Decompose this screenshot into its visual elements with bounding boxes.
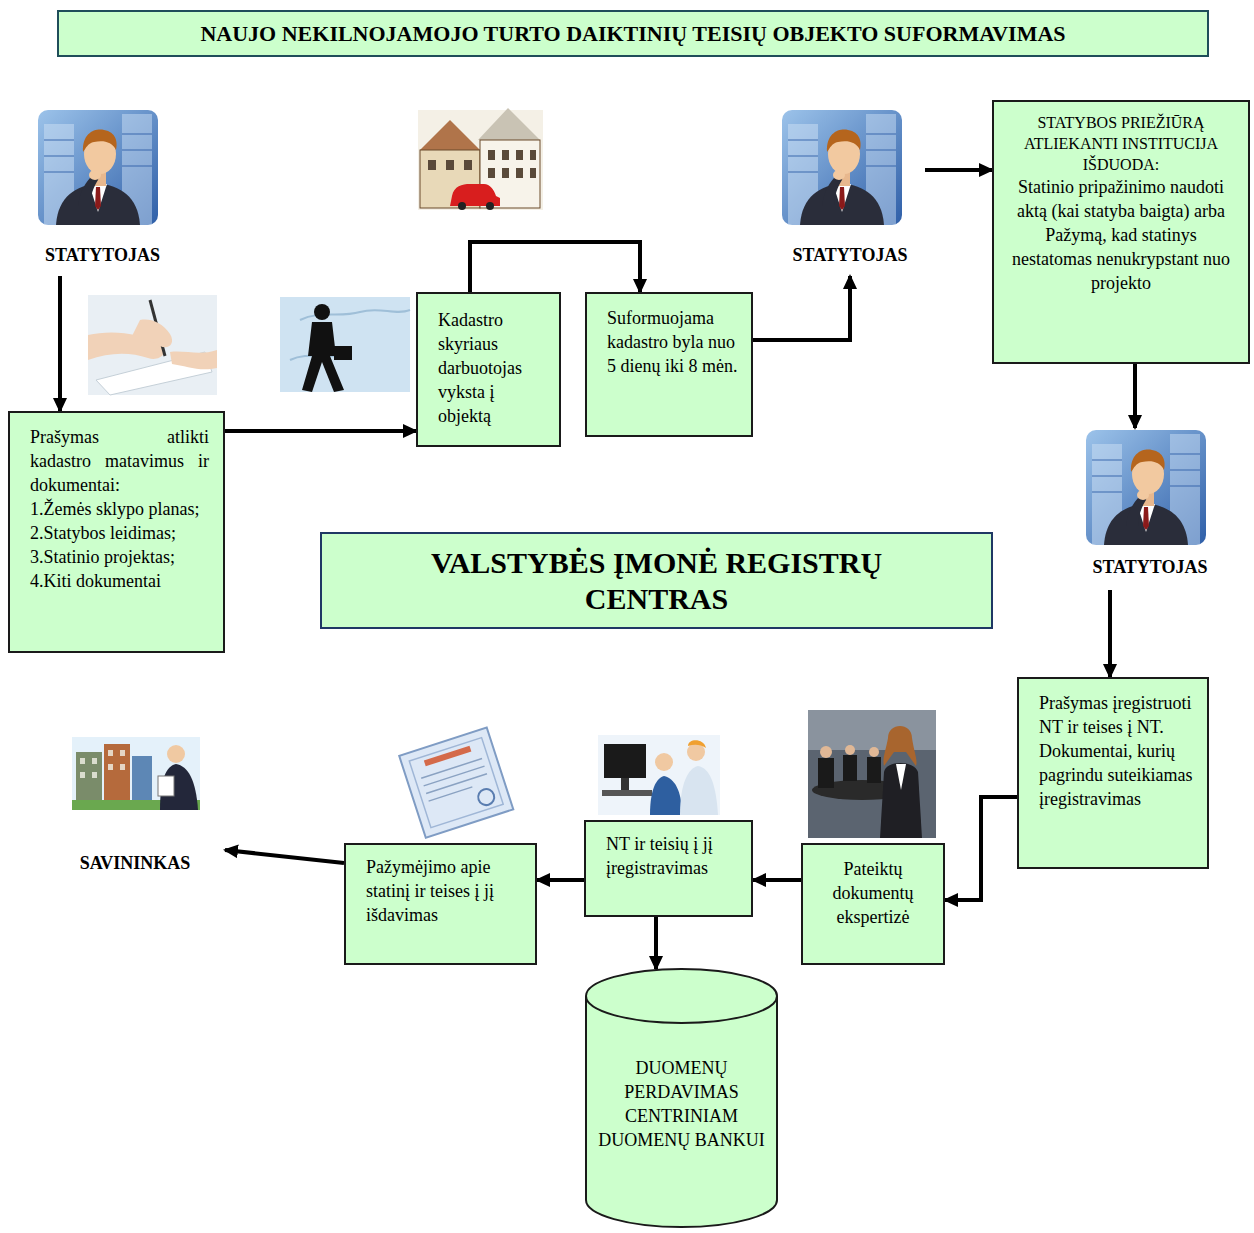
process-box: Pateiktų dokumentų ekspertizė [801,843,945,965]
flow-arrow [537,878,584,882]
process-box: Prašymas įregistruoti NT ir teises į NT.… [1017,677,1209,869]
process-box: NT ir teisių į jį įregistravimas [584,820,753,917]
flow-arrow [654,917,658,969]
organisation-box: VALSTYBĖS ĮMONĖ REGISTRŲ CENTRAS [320,532,993,629]
node-label: STATYBOS PRIEŽIŪRĄ ATLIEKANTI INSTITUCIJ… [1004,112,1238,175]
node-label: STATYTOJAS [20,244,185,266]
node-label: VALSTYBĖS ĮMONĖ REGISTRŲ CENTRAS [362,545,951,617]
node-label: STATYTOJAS [775,244,925,266]
flow-arrow [753,276,850,340]
flow-arrow [225,429,416,433]
node-label: Prašymas įregistruoti NT ir teises į NT. [1039,691,1199,739]
node-body: Dokumentai, kurių pagrindu suteikiamas į… [1039,739,1199,811]
process-box: Pažymėjimo apie statinį ir teises į jį i… [344,843,537,965]
flow-arrow [1108,590,1112,677]
database-cylinder: DUOMENŲ PERDAVIMAS CENTRINIAM DUOMENŲ BA… [585,968,778,1228]
node-body: Statinio pripažinimo naudoti aktą (kai s… [1004,175,1238,295]
process-box: Suformuojama kadastro byla nuo 5 dienų i… [585,292,753,437]
node-label: Prašymas atlikti kadastro matavimus ir d… [30,425,209,497]
node-label: Kadastro skyriaus darbuotojas vyksta į o… [438,308,551,428]
process-box: Kadastro skyriaus darbuotojas vyksta į o… [416,292,561,447]
node-body: 2.Statybos leidimas; [30,521,209,545]
flow-arrow [753,878,801,882]
flow-arrow [225,850,344,863]
flow-arrow [470,242,640,292]
builder-actor: STATYTOJAS [1070,428,1230,590]
node-label: SAVININKAS [45,852,225,874]
flow-arrow [945,797,1017,900]
node-label: Pateiktų dokumentų ekspertizė [811,857,935,929]
title-banner: NAUJO NEKILNOJAMOJO TURTO DAIKTINIŲ TEIS… [57,10,1209,57]
node-label: NT ir teisių į jį įregistravimas [606,832,743,880]
node-label: DUOMENŲ PERDAVIMAS CENTRINIAM DUOMENŲ BA… [593,1056,770,1152]
node-body: 4.Kiti dokumentai [30,569,209,593]
process-box: STATYBOS PRIEŽIŪRĄ ATLIEKANTI INSTITUCIJ… [992,100,1250,364]
node-label: STATYTOJAS [1070,556,1230,578]
flow-arrow [1133,364,1137,428]
builder-actor: STATYTOJAS [20,108,185,276]
flow-arrow [925,168,992,172]
process-box: Prašymas atlikti kadastro matavimus ir d… [8,411,225,653]
builder-actor: STATYTOJAS [775,108,925,276]
node-label: Pažymėjimo apie statinį ir teises į jį i… [366,855,527,927]
flow-arrow [58,276,62,411]
node-label: Suformuojama kadastro byla nuo 5 dienų i… [607,306,743,378]
node-body: 1.Žemės sklypo planas; [30,497,209,521]
owner-actor: SAVININKAS [45,735,225,885]
node-body: 3.Statinio projektas; [30,545,209,569]
